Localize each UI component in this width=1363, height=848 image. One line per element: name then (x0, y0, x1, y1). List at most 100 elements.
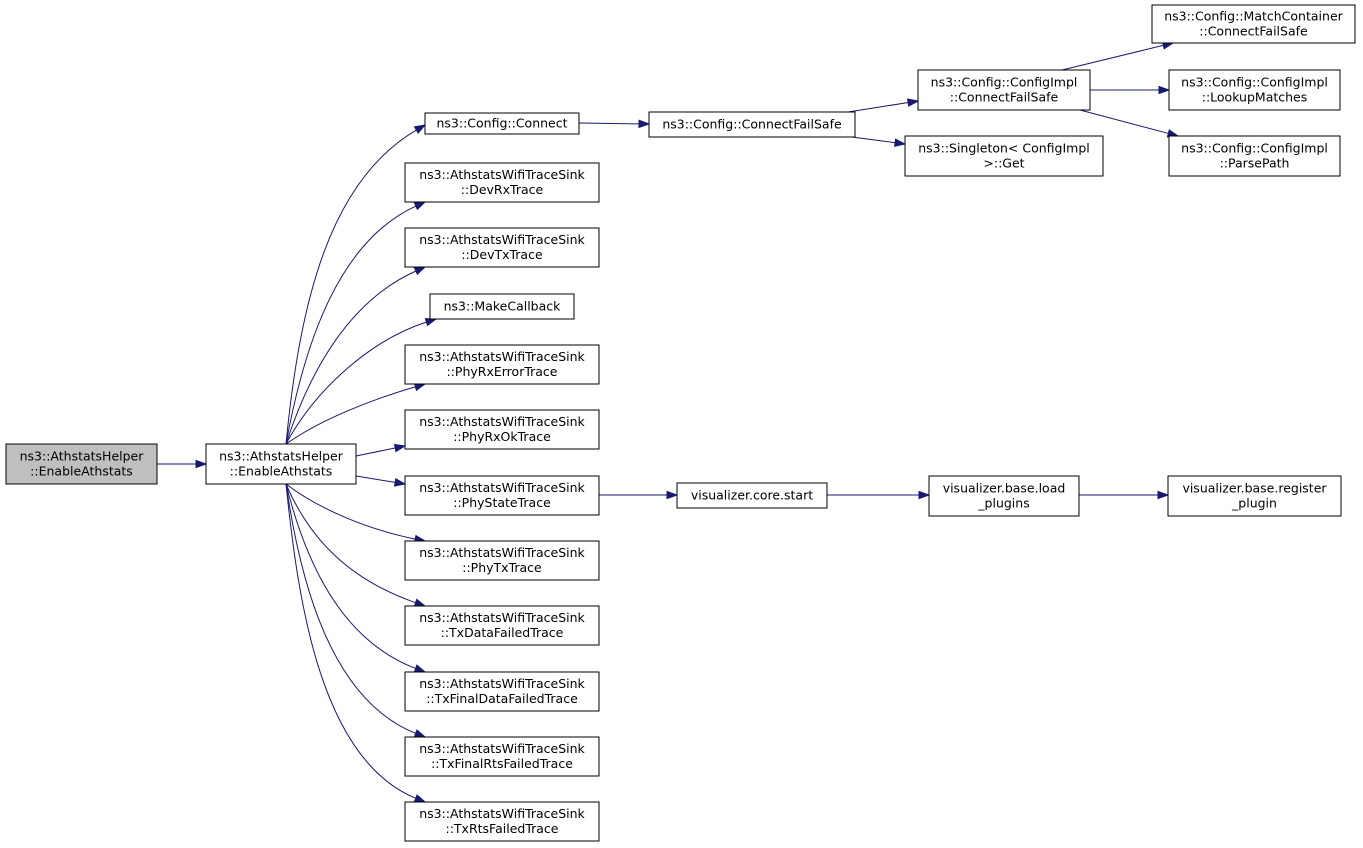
node-phyrxok-label-1: ::PhyRxOkTrace (453, 429, 551, 444)
edge-vizstart-to-loadplugins-arrowhead (918, 490, 931, 500)
edge-loadplugins-to-regplugin-arrowhead (1157, 490, 1170, 500)
node-lookup-label-1: ::LookupMatches (1202, 90, 1308, 105)
node-devtx-label-1: ::DevTxTrace (461, 247, 543, 262)
node-devtx-box (404, 227, 600, 268)
node-cfs-label-0: ns3::Config::ConnectFailSafe (662, 117, 842, 132)
node-devtx-label-0: ns3::AthstatsWifiTraceSink (419, 232, 585, 247)
node-phystate-label-1: ::PhyStateTrace (453, 495, 551, 510)
edge-enable-to-devtx-arrowhead (413, 266, 427, 276)
edge-enable-to-phyrxerr (285, 382, 427, 445)
edge-enable-to-phytx-line (285, 483, 417, 540)
node-enable-label-1: ::EnableAthstats (230, 464, 333, 479)
node-regplugin[interactable]: visualizer.base.register_plugin (1167, 475, 1342, 517)
node-root[interactable]: ns3::AthstatsHelper::EnableAthstats (5, 443, 158, 485)
node-parse-label-0: ns3::Config::ConfigImpl (1181, 141, 1328, 156)
edge-implcfs-to-matchcfs (1061, 41, 1175, 71)
node-matchcfs[interactable]: ns3::Config::MatchContainer::ConnectFail… (1151, 4, 1356, 44)
node-txdatafail-box (404, 605, 600, 646)
node-regplugin-label-0: visualizer.base.register (1182, 481, 1327, 496)
node-devrx[interactable]: ns3::AthstatsWifiTraceSink::DevRxTrace (404, 162, 600, 203)
node-implcfs-label-0: ns3::Config::ConfigImpl (931, 75, 1078, 90)
node-txrtsfail-box (404, 801, 600, 842)
node-txfinaldata-label-1: ::TxFinalDataFailedTrace (426, 691, 578, 706)
node-singleton-label-1: >::Get (983, 156, 1024, 171)
node-lookup[interactable]: ns3::Config::ConfigImpl::LookupMatches (1168, 69, 1341, 111)
node-parse[interactable]: ns3::Config::ConfigImpl::ParsePath (1168, 135, 1341, 177)
node-devrx-label-0: ns3::AthstatsWifiTraceSink (419, 167, 585, 182)
node-phyrxerr[interactable]: ns3::AthstatsWifiTraceSink::PhyRxErrorTr… (404, 344, 600, 385)
edge-cfs-to-implcfs-arrowhead (906, 98, 920, 107)
node-phyrxok[interactable]: ns3::AthstatsWifiTraceSink::PhyRxOkTrace (404, 409, 600, 450)
node-lookup-label-0: ns3::Config::ConfigImpl (1181, 75, 1328, 90)
node-implcfs[interactable]: ns3::Config::ConfigImpl::ConnectFailSafe (917, 69, 1091, 111)
node-layer: ns3::AthstatsHelper::EnableAthstatsns3::… (5, 4, 1356, 842)
node-txrtsfail-label-1: ::TxRtsFailedTrace (446, 821, 559, 836)
edge-enable-to-makecb-arrowhead (424, 318, 438, 327)
node-cfs[interactable]: ns3::Config::ConnectFailSafe (648, 111, 856, 138)
edge-enable-to-phystate-line (355, 475, 397, 484)
edge-enable-to-phyrxok-arrowhead (393, 443, 407, 453)
edge-enable-to-txdatafail-line (285, 483, 417, 604)
edge-enable-to-phyrxerr-line (285, 386, 417, 445)
node-makecb-label-0: ns3::MakeCallback (444, 299, 562, 314)
node-txfinalrts-label-1: ::TxFinalRtsFailedTrace (431, 756, 573, 771)
edge-enable-to-txfinaldata-line (285, 483, 417, 670)
edge-cfs-to-singleton (851, 136, 907, 147)
edge-loadplugins-to-regplugin (1079, 490, 1170, 500)
node-devtx[interactable]: ns3::AthstatsWifiTraceSink::DevTxTrace (404, 227, 600, 268)
node-root-box (5, 443, 158, 485)
node-loadplugins-label-0: visualizer.base.load (943, 481, 1066, 496)
edge-implcfs-to-matchcfs-line (1061, 44, 1165, 71)
edge-implcfs-to-lookup (1090, 85, 1171, 95)
node-matchcfs-box (1151, 4, 1356, 44)
node-phytx[interactable]: ns3::AthstatsWifiTraceSink::PhyTxTrace (404, 540, 600, 581)
node-singleton[interactable]: ns3::Singleton< ConfigImpl >::Get (904, 135, 1104, 177)
edge-root-to-enable-arrowhead (195, 459, 208, 469)
node-makecb[interactable]: ns3::MakeCallback (429, 293, 575, 320)
node-loadplugins[interactable]: visualizer.base.load_plugins (928, 475, 1080, 517)
edge-enable-to-txdatafail-arrowhead (413, 598, 427, 607)
node-enable-label-0: ns3::AthstatsHelper (219, 449, 344, 464)
edge-vizstart-to-loadplugins (827, 490, 931, 500)
node-connect[interactable]: ns3::Config::Connect (424, 112, 580, 135)
node-phytx-box (404, 540, 600, 581)
edge-enable-to-connect-line (285, 129, 418, 445)
node-phystate-box (404, 475, 600, 516)
node-parse-label-1: ::ParsePath (1220, 156, 1290, 171)
node-devrx-label-1: ::DevRxTrace (461, 182, 544, 197)
edge-root-to-enable (157, 459, 208, 469)
edge-enable-to-phytx (285, 483, 427, 544)
edge-enable-to-phystate (355, 475, 407, 487)
edge-implcfs-to-parse (1079, 109, 1180, 138)
edge-enable-to-txfinalrts-arrowhead (413, 729, 427, 738)
edge-cfs-to-implcfs (847, 98, 920, 113)
node-implcfs-box (917, 69, 1091, 111)
edge-enable-to-phyrxok (355, 443, 407, 457)
edge-layer (157, 41, 1180, 803)
node-phyrxerr-label-1: ::PhyRxErrorTrace (447, 364, 558, 379)
node-txdatafail[interactable]: ns3::AthstatsWifiTraceSink::TxDataFailed… (404, 605, 600, 646)
node-implcfs-label-1: ::ConnectFailSafe (950, 90, 1059, 105)
edge-enable-to-devtx (285, 266, 427, 445)
node-loadplugins-box (928, 475, 1080, 517)
node-txfinaldata[interactable]: ns3::AthstatsWifiTraceSink::TxFinalDataF… (404, 671, 600, 712)
node-txfinalrts[interactable]: ns3::AthstatsWifiTraceSink::TxFinalRtsFa… (404, 736, 600, 777)
node-txrtsfail[interactable]: ns3::AthstatsWifiTraceSink::TxRtsFailedT… (404, 801, 600, 842)
edge-enable-to-makecb-line (285, 321, 428, 445)
node-vizstart[interactable]: visualizer.core.start (676, 482, 828, 509)
edge-cfs-to-singleton-arrowhead (894, 138, 907, 147)
edge-enable-to-txrtsfail-arrowhead (413, 794, 427, 803)
node-enable-box (205, 443, 357, 485)
node-cfs-box (648, 111, 856, 138)
node-phystate[interactable]: ns3::AthstatsWifiTraceSink::PhyStateTrac… (404, 475, 600, 516)
edge-connect-to-cfs-arrowhead (638, 119, 651, 129)
node-enable[interactable]: ns3::AthstatsHelper::EnableAthstats (205, 443, 357, 485)
node-txdatafail-label-1: ::TxDataFailedTrace (441, 625, 564, 640)
node-txdatafail-label-0: ns3::AthstatsWifiTraceSink (419, 610, 585, 625)
node-phytx-label-0: ns3::AthstatsWifiTraceSink (419, 545, 585, 560)
node-root-label-0: ns3::AthstatsHelper (20, 449, 145, 464)
node-txfinalrts-label-0: ns3::AthstatsWifiTraceSink (419, 741, 585, 756)
node-phyrxok-box (404, 409, 600, 450)
edge-enable-to-devtx-line (285, 270, 417, 445)
edge-cfs-to-implcfs-line (847, 101, 910, 113)
